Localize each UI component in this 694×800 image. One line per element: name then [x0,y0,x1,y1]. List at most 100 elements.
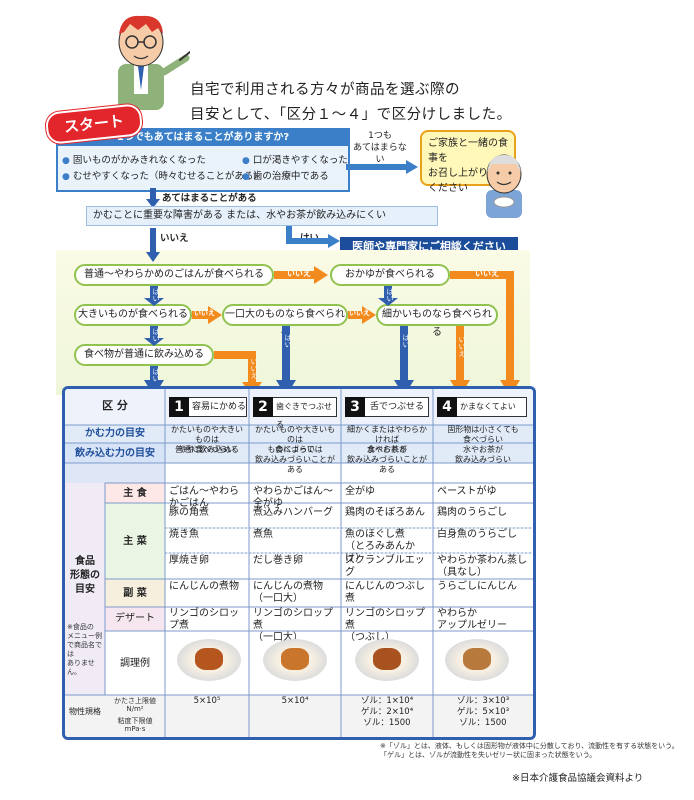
no-label: いいえ [160,233,189,244]
food-form-label: 食品 形態の 目安 [65,555,105,597]
swallowing-cell: 水やお茶が 飲み込みづらいことがある [347,445,427,474]
hardness-label: かたさ上限値 N/m² [114,697,156,713]
food-form-line-3: 目安 [75,584,95,595]
viscosity-label: 粘度下限値 mPa·s [117,717,153,733]
flow-question-2: おかゆが食べられる [330,264,450,286]
main-dish-cell: やわらか茶わん蒸し （具なし） [437,555,527,578]
dessert-cell: リンゴのシロップ煮 （つぶし） [345,608,425,643]
food-form-line-1: 食品 [75,556,95,567]
callout-line-3: ください [428,183,468,194]
viscosity-cell: ゾル：1500 [363,718,411,728]
question-item: 歯の治療中である [242,168,329,182]
no-label: いいえ [194,309,215,317]
arrow-down-icon [146,188,160,208]
dish-photo-3 [355,639,419,681]
category-4-name: かまなくてよい [460,402,516,411]
main-dish-cell: 煮込みハンバーグ [253,507,333,518]
dessert-cell: やわらか アップルゼリー [437,608,507,631]
no-label: いいえ [250,358,258,379]
yes-label: はい [152,368,160,382]
flow-question-6: 食べ物が普通に飲み込める [74,344,214,366]
chewing-cell: 細かくまたはやわらかければ 食べられる [347,425,427,454]
main-dish-cell: 煮魚 [253,529,273,540]
category-2-name: 歯ぐきでつぶせる [276,402,332,429]
flow-arrows [144,266,520,396]
question-item: むせやすくなった（時々むせることがある） [62,168,263,182]
main-dish-cell: だし巻き卵 [253,555,303,566]
physical-spec-label: 物性規格 [69,707,101,716]
hardness-cell: ゾル：3×10³ ゲル：5×10³ [456,696,510,717]
arrow-right-icon [286,226,340,248]
side-dish-cell: にんじんの煮物 （一口大） [253,581,323,604]
cooking-example-label: 調理例 [120,658,150,669]
main-dish-cell: 魚のほぐし煮 （とろみあんかけ） [345,529,415,564]
side-dish-cell: にんじんの煮物 [169,581,239,592]
dessert-cell: リンゴのシロップ煮 （一口大） [253,608,333,643]
intro-line-1: 自宅で利用される方々が商品を選ぶ際の [190,82,460,98]
yes-label: はい [152,328,160,342]
flow-question-5: 細かいものなら食べられる [376,304,498,338]
main-dish-cell: スクランブルエッグ [345,555,425,578]
dessert-label: デザート [115,613,155,624]
chewing-cell: かたいものや大きいものは 食べづらい [255,425,335,454]
swallowing-label: 飲み込む力の目安 [75,448,155,459]
category-1-number: 1 [169,397,189,417]
callout-line-2: お召し上がり [428,168,488,179]
flow-question-4: 一口大のものなら食べられる [222,304,348,338]
chewing-cell: かたいものや大きいものは やや食べづらい [171,425,243,454]
side-dish-label: 副 菜 [123,588,147,599]
main-dish-label: 主 菜 [123,536,147,547]
none-applies-line-1: 1つも [368,131,392,141]
category-3-number: 3 [345,397,365,417]
no-label: いいえ [287,269,311,278]
staple-cell: やわらかごはん～全がゆ [253,486,333,509]
category-1-name: 容易にかめる [192,402,247,412]
hardness-cell: 5×10⁵ [193,696,221,706]
arrow-right-icon [346,160,418,174]
main-dish-cell: 鶏肉のそぼろあん [345,507,425,518]
food-form-line-2: 形態の [70,570,100,581]
source-note: ※日本介護食品協議会資料より [512,773,644,784]
footnote: ※「ゾル」とは、液体、もしくは固形物が液体中に分散しており、流動性を有する状態を… [380,742,690,760]
main-dish-cell: 白身魚のうらごし [437,529,517,540]
food-form-note: ※食品の メニュー例 で商品名では ありません。 [67,623,102,676]
swallowing-cell: ものによっては 飲み込みづらいことがある [255,445,335,474]
question-item: 口が渇きやすくなった [242,152,348,166]
staple-cell: 全がゆ [345,486,375,497]
flow-question-1: 普通～やわらかめのごはんが食べられる [74,264,274,286]
main-dish-cell: 焼き魚 [169,529,199,540]
yes-label: はい [152,288,160,302]
question-item: 固いものがかみきれなくなった [62,152,206,166]
yes-label: はい [284,334,292,348]
callout-line-1: ご家族と一緒の食事を [428,138,508,164]
category-4-number: 4 [437,397,457,417]
chewing-cell: 固形物は小さくても 食べづらい [447,425,519,444]
flow-question-3: 大きいものが食べられる [74,304,192,326]
none-applies-line-2: あてはまらない [353,143,407,165]
side-dish-cell: うらごしにんじん [437,581,517,592]
swallowing-cell: 普通に飲み込める [175,445,239,454]
hardness-cell: ゾル：1×10⁴ ゲル：2×10⁴ [360,696,414,717]
presenter-illustration [118,15,190,110]
none-applies-label: 1つも あてはまらない [350,130,410,166]
staple-cell: ペーストがゆ [437,486,497,497]
main-dish-cell: 豚の角煮 [169,507,209,518]
staple-cell: ごはん～やわらかごはん [169,486,239,509]
arrow-down-icon [146,228,160,262]
dish-photo-1 [177,639,241,681]
hardness-cell: 5×10⁴ [281,696,309,706]
dish-photo-4 [445,639,509,681]
no-label: いいえ [458,336,466,357]
footnote-line-2: 「ゲル」とは、ゾルが流動性を失いゼリー状に固まった状態をいう。 [380,751,597,759]
side-dish-cell: にんじんのつぶし煮 [345,581,425,604]
staple-label: 主 食 [123,488,147,499]
main-dish-cell: 鶏肉のうらごし [437,507,507,518]
applies-label: あてはまることがある [162,193,257,204]
yes-label: はい [386,288,394,302]
elderly-person-illustration [486,154,522,218]
no-label: いいえ [475,269,499,278]
swallowing-cell: 水やお茶が 飲み込みづらい [455,445,511,464]
footnote-line-1: ※「ゾル」とは、液体、もしくは固形物が液体中に分散しており、流動性を有する状態を… [380,742,679,750]
main-dish-cell: 厚焼き卵 [169,555,209,566]
category-3-name: 舌でつぶせる [370,402,425,412]
